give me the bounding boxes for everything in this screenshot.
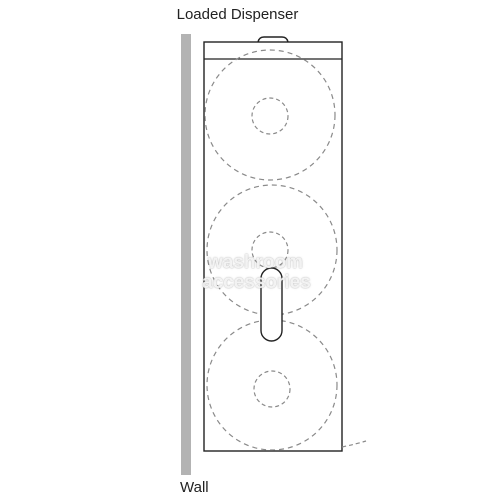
watermark-line-1: washroom	[208, 252, 304, 273]
paper-tail	[341, 440, 367, 448]
roll-bottom-outer	[206, 319, 338, 451]
diagram-title: Loaded Dispenser	[176, 6, 299, 23]
viewing-slot	[260, 267, 283, 342]
lid-knob	[257, 36, 289, 43]
roll-top-outer	[204, 49, 336, 181]
dispenser-body	[203, 41, 343, 452]
roll-bottom-core	[253, 370, 291, 408]
wall	[181, 34, 191, 475]
wall-label: Wall	[180, 479, 209, 496]
roll-top-core	[251, 97, 289, 135]
watermark-line-2: accessories	[202, 272, 311, 293]
